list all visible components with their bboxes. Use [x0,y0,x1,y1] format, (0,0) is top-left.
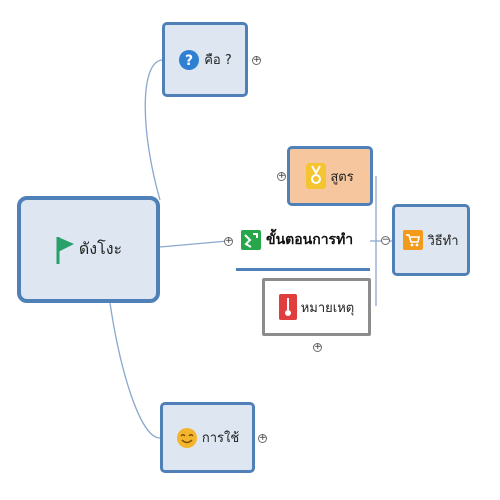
svg-text:?: ? [185,53,193,69]
question-icon: ? [178,49,200,71]
subtopic-how-to-label: วิธีทำ [427,233,459,249]
steps-icon [240,229,262,251]
topic-what-is-label: คือ ? [204,53,232,68]
subtopic-formula[interactable]: สูตร [287,146,373,206]
smiley-icon [176,427,198,449]
subtopic-note[interactable]: หมายเหตุ [262,278,371,336]
subtopic-note-label: หมายเหตุ [300,300,355,316]
thermometer-icon [278,294,297,320]
connector-root-steps [159,240,229,248]
topic-usage-label: การใช้ [201,431,240,446]
topic-usage[interactable]: การใช้ [160,402,255,473]
root-topic-label: ดังโงะ [78,239,123,258]
expand-toggle-usage[interactable]: + [258,433,267,443]
subtopic-how-to[interactable]: วิธีทำ [392,204,470,276]
topic-steps[interactable]: ขั้นตอนการทำ [240,222,368,258]
cart-icon [403,230,424,250]
topic-steps-label: ขั้นตอนการทำ [266,232,354,248]
medal-icon [306,163,327,189]
expand-toggle-formula[interactable]: + [277,171,286,181]
topic-what-is[interactable]: ? คือ ? [162,22,248,97]
expand-toggle-what-is[interactable]: + [252,55,261,65]
root-topic-dango[interactable]: ดังโงะ [17,196,160,303]
expand-toggle-note[interactable]: + [313,342,322,352]
topic-steps-underline [236,268,370,271]
subtopic-formula-label: สูตร [330,169,354,185]
connector-root-what [144,59,163,201]
expand-toggle-steps[interactable]: + [224,236,233,246]
flag-icon [55,235,75,265]
connector-root-use [109,302,161,439]
collapse-toggle-how-to[interactable]: − [381,235,390,245]
